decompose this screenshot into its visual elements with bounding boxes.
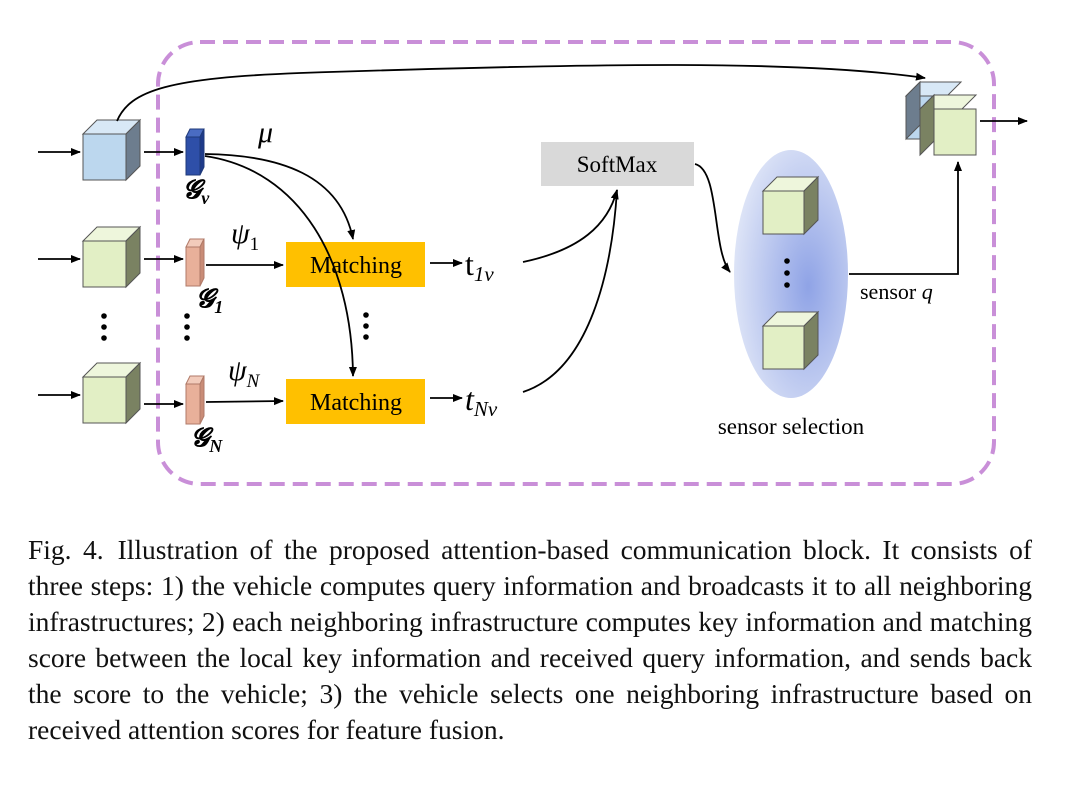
key-encoder-g1: [185, 238, 205, 287]
query-to-matching-top-curve: [204, 153, 356, 240]
gn-label: 𝓖N: [191, 423, 223, 456]
infra-n-feature-cube: [81, 361, 142, 425]
candidate-sensor-cube-bottom: [761, 310, 820, 371]
key-encoder-gn: [185, 375, 205, 425]
softmax-box: [541, 142, 694, 186]
infra-1-feature-cube: [81, 225, 142, 289]
ellipsis-dots-selection: [784, 258, 790, 288]
tn-to-softmax-curve: [522, 189, 618, 393]
gn-to-matching-arrow: [205, 397, 284, 406]
fused-feature-cube: [904, 80, 978, 157]
query-encoder-gv: [185, 128, 205, 176]
psin-label: ψN: [228, 354, 261, 392]
figure-caption-text: Illustration of the proposed attention-b…: [28, 534, 1033, 745]
sensor-selection-label: sensor selection: [718, 414, 865, 439]
selection-to-fusion-arrow: [849, 161, 962, 275]
vehicle-feature-cube: [81, 118, 142, 182]
g1-label: 𝓖1: [196, 284, 223, 317]
sensor-q-label: sensor q: [860, 279, 933, 304]
tnv-label: tNv: [465, 381, 498, 421]
candidate-sensor-cube-top: [761, 175, 820, 236]
mu-label: μ: [257, 116, 273, 149]
matching-box-top: [286, 242, 425, 287]
softmax-label: SoftMax: [577, 152, 658, 177]
attention-communication-diagram: 𝓖v 𝓖1 𝓖N μ ψ1 ψN Matching Matching t1v t…: [38, 40, 1028, 486]
figure-label: Fig. 4.: [28, 534, 104, 565]
matching-label-bottom: Matching: [310, 390, 402, 416]
ellipsis-dots-left: [101, 313, 190, 341]
matching-box-bottom: [286, 379, 425, 424]
matching-label-top: Matching: [310, 253, 402, 279]
ellipsis-dots-matching: [363, 312, 369, 340]
vehicle-to-fusion-curve: [116, 64, 926, 122]
gv-label: 𝓖v: [183, 175, 210, 208]
softmax-to-selection-curve: [694, 163, 731, 273]
query-to-matching-bottom-curve: [204, 155, 357, 377]
communication-block-border: [156, 40, 996, 486]
psi1-label: ψ1: [231, 217, 259, 255]
figure-caption: Fig. 4.Illustration of the proposed atte…: [28, 532, 1032, 748]
t1v-label: t1v: [465, 246, 494, 286]
t1-to-softmax-curve: [522, 189, 619, 263]
